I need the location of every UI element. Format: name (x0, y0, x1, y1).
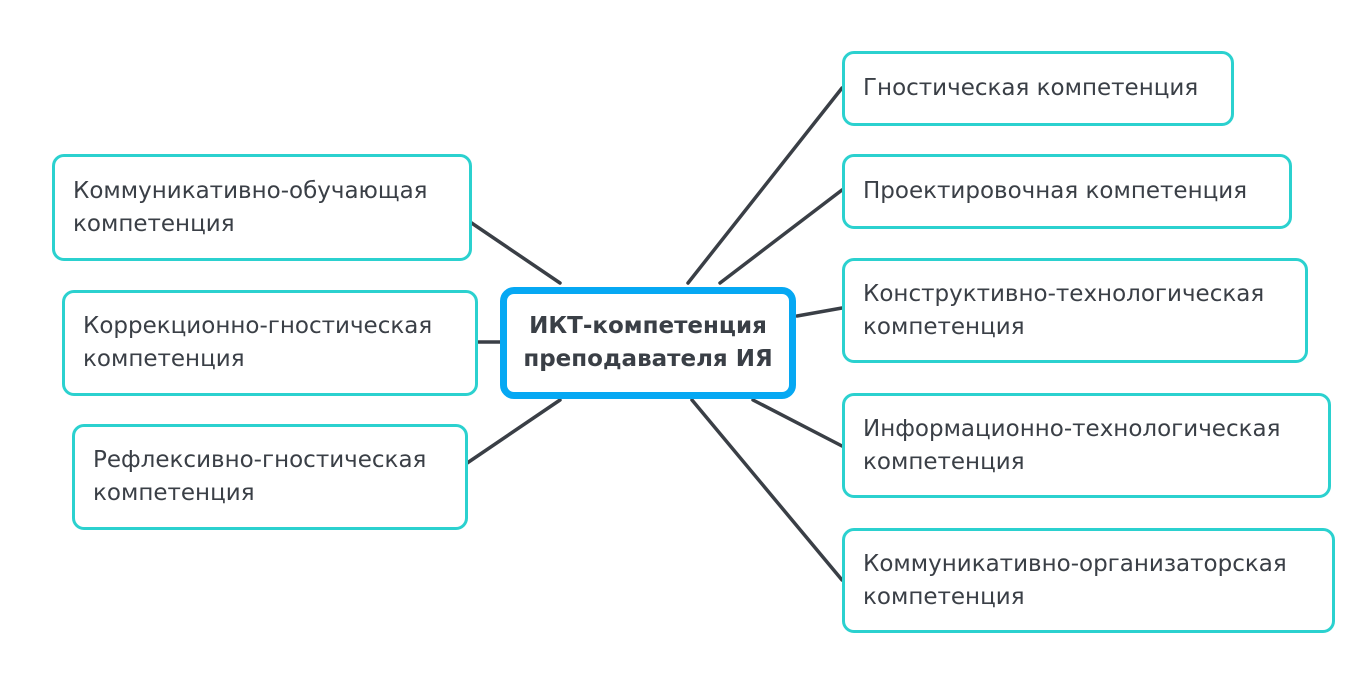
connector-line-right-2 (718, 188, 844, 285)
center-node-label: ИКТ-компетенция преподавателя ИЯ (523, 313, 773, 372)
branch-node-right-5: Коммуникативно-организаторская компетенц… (842, 528, 1335, 633)
branch-node-right-4: Информационно-технологическая компетенци… (842, 393, 1331, 498)
branch-node-label: Гностическая компетенция (863, 75, 1199, 101)
branch-node-label: Коммуникативно-обучающая компетенция (73, 177, 428, 237)
branch-node-label: Проектировочная компетенция (863, 178, 1248, 204)
branch-node-left-1: Коммуникативно-обучающая компетенция (52, 154, 472, 261)
branch-node-left-2: Коррекционно-гностическая компетенция (62, 290, 478, 396)
branch-node-label: Информационно-технологическая компетенци… (863, 415, 1281, 475)
branch-node-label: Конструктивно-технологическая компетенци… (863, 280, 1265, 340)
connector-line-right-5 (690, 398, 844, 582)
center-node: ИКТ-компетенция преподавателя ИЯ (500, 287, 796, 399)
branch-node-label: Рефлексивно-гностическая компетенция (93, 447, 427, 506)
connector-line-right-1 (686, 86, 844, 285)
branch-node-label: Коррекционно-гностическая компетенция (83, 313, 433, 372)
branch-node-label: Коммуникативно-организаторская компетенц… (863, 550, 1287, 610)
branch-node-left-3: Рефлексивно-гностическая компетенция (72, 424, 468, 530)
connector-line-right-3 (795, 306, 844, 318)
branch-node-right-2: Проектировочная компетенция (842, 154, 1292, 229)
branch-node-right-3: Конструктивно-технологическая компетенци… (842, 258, 1308, 363)
branch-node-right-1: Гностическая компетенция (842, 51, 1234, 126)
connector-line-right-4 (751, 398, 844, 448)
